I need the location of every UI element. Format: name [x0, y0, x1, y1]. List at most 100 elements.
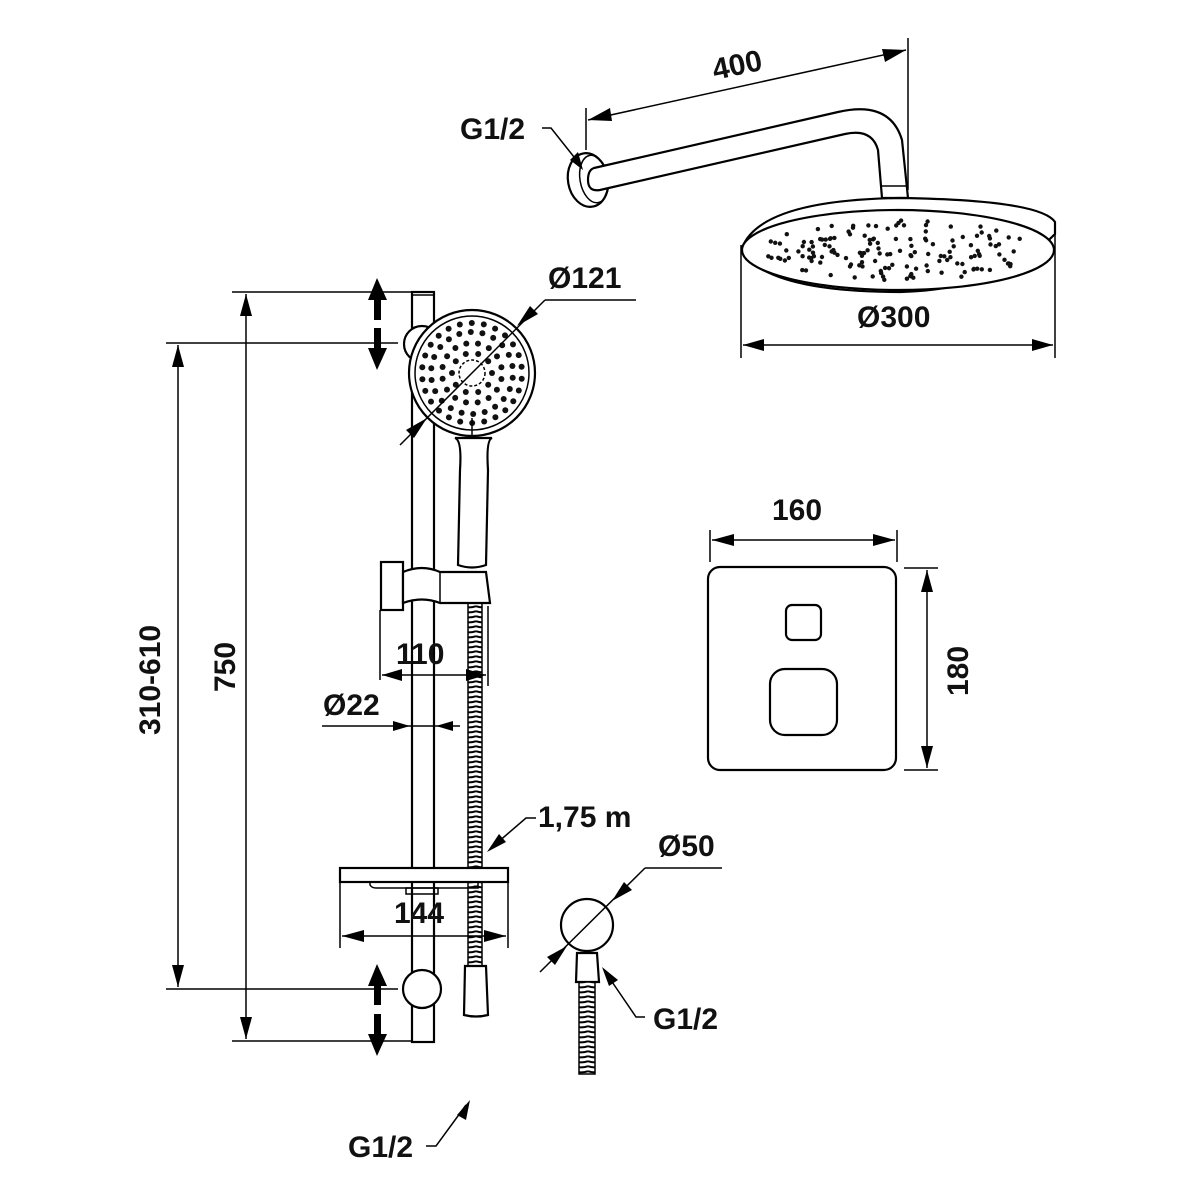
nozzle-dot [810, 244, 816, 249]
nozzle-dot [829, 223, 834, 229]
nozzle-dot [987, 236, 993, 241]
nozzle-dot [1017, 236, 1022, 241]
nozzle-dot [960, 234, 965, 240]
nozzle-dot [502, 332, 508, 339]
nozzle-dot [493, 386, 500, 393]
arm-length-label: 400 [709, 44, 765, 87]
nozzle-dot [993, 243, 998, 249]
nozzle-dot [419, 364, 426, 371]
nozzle-dot [492, 403, 499, 410]
nozzle-dot [897, 248, 903, 253]
nozzle-dot [979, 230, 984, 235]
nozzle-dot [500, 396, 507, 402]
plate-height-label: 180 [942, 646, 975, 696]
nozzle-dot [444, 386, 450, 393]
nozzle-dot [811, 254, 817, 259]
shower-hose [467, 599, 483, 969]
nozzle-dot [822, 242, 827, 248]
nozzle-dot [428, 377, 435, 383]
nozzle-dot [462, 351, 469, 357]
nozzle-dot [515, 387, 522, 394]
nozzle-dot [866, 223, 871, 228]
hand-shower-handle [454, 436, 493, 569]
nozzle-dot [908, 236, 913, 242]
nozzle-dot [979, 267, 984, 272]
nozzle-dot [474, 399, 481, 406]
nozzle-dot [898, 218, 904, 223]
nozzle-dot [452, 394, 459, 401]
nozzle-dot [449, 370, 455, 376]
rain-head-nozzles [766, 218, 1022, 282]
nozzle-dot [458, 409, 465, 416]
nozzle-dot [851, 223, 856, 228]
nozzle-dot [923, 222, 929, 228]
nozzle-dot [485, 345, 492, 352]
nozzle-dot [807, 247, 812, 252]
nozzle-dot [925, 268, 930, 274]
mixer-plate: 160 180 [706, 494, 975, 772]
nozzle-dot [815, 226, 821, 232]
plate-width-label: 160 [772, 494, 822, 527]
nozzle-dot [800, 244, 805, 249]
nozzle-dot [475, 340, 481, 347]
nozzle-dot [882, 265, 888, 271]
nozzle-dot [810, 250, 816, 255]
soap-dish-width-label: 144 [394, 897, 444, 930]
nozzle-dot [877, 251, 882, 256]
hand-shower-holder [401, 566, 492, 605]
nozzle-dot [885, 226, 890, 231]
nozzle-dot [428, 398, 434, 405]
nozzle-dot [485, 381, 492, 388]
nozzle-dot [463, 340, 470, 347]
nozzle-dot [959, 274, 964, 279]
nozzle-dot [444, 353, 451, 360]
nozzle-dot [843, 255, 849, 261]
nozzle-dot [926, 251, 931, 257]
nozzle-dot [481, 418, 488, 425]
nozzle-dot [462, 389, 469, 395]
nozzle-dot [445, 325, 452, 332]
nozzle-dot [948, 224, 953, 229]
nozzle-dot [784, 232, 789, 237]
wall-outlet-nut [574, 951, 601, 984]
nozzle-dot [782, 258, 788, 263]
nozzle-dot [475, 351, 482, 357]
dimension-line-400 [587, 49, 907, 121]
nozzle-dot [773, 240, 778, 245]
nozzle-dot [468, 320, 475, 326]
nozzle-dot [862, 233, 867, 238]
nozzle-dot [432, 388, 439, 395]
nozzle-dot [463, 399, 469, 406]
nozzle-dot [502, 407, 509, 414]
nozzle-dot [435, 332, 442, 339]
nozzle-dot [801, 239, 807, 245]
nozzle-dot [827, 244, 832, 249]
nozzle-dot [960, 261, 965, 267]
overhead-shower: 400 G1/2 Ø300 [460, 38, 1057, 358]
wall-outlet: Ø50 G1/2 [539, 830, 722, 1075]
nozzle-dot [847, 264, 853, 269]
nozzle-dot [470, 411, 477, 417]
adjust-arrows-bottom [368, 964, 387, 1056]
nozzle-dot [456, 321, 463, 328]
nozzle-dot [479, 330, 486, 337]
nozzle-dot [766, 254, 771, 259]
nozzle-dot [923, 229, 928, 234]
nozzle-dot [809, 239, 814, 245]
soap-dish [338, 866, 510, 884]
nozzle-dot [909, 243, 914, 248]
rain-head-diameter-label: Ø300 [857, 301, 930, 334]
nozzle-dot [886, 266, 892, 271]
nozzle-dot [867, 241, 873, 246]
nozzle-dot [827, 236, 833, 241]
slide-rail-set: 750 310-610 Ø121 110 [134, 262, 636, 1164]
nozzle-dot [518, 363, 525, 370]
nozzle-dot [901, 223, 907, 228]
nozzle-dot [419, 376, 426, 383]
nozzle-dot [872, 258, 878, 264]
nozzle-dot [492, 414, 499, 421]
nozzle-dot [480, 321, 487, 328]
nozzle-dot [913, 266, 919, 271]
nozzle-dot [490, 334, 497, 341]
